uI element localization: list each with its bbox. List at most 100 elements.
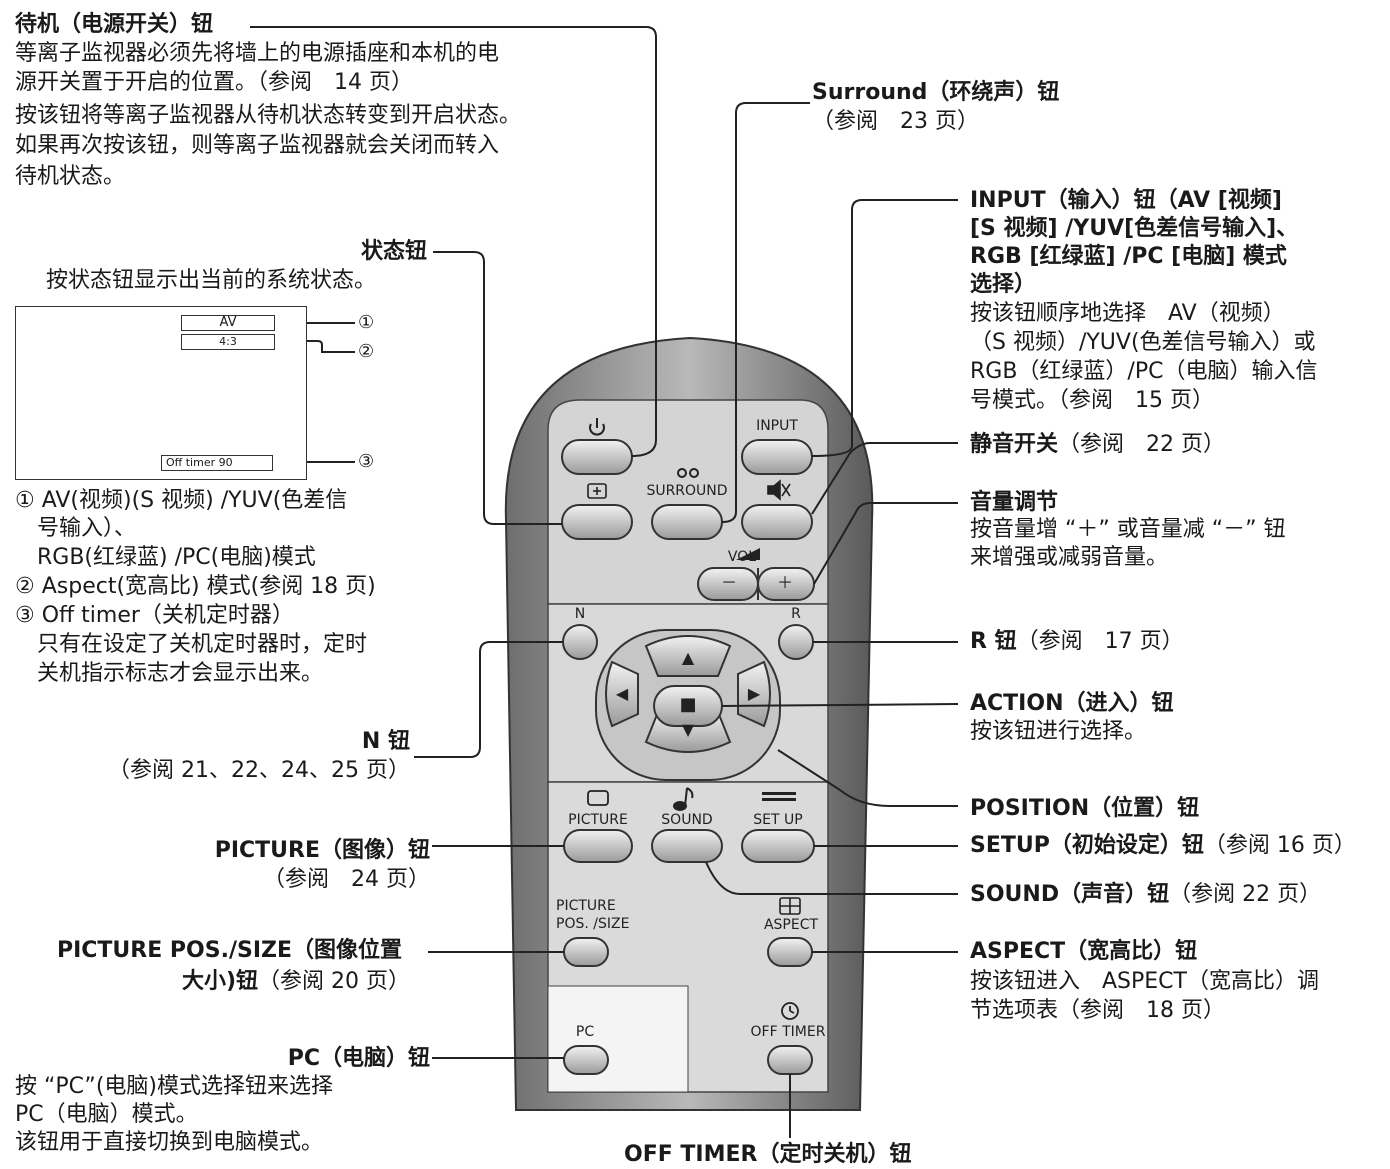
osd-screen: AV 4:3 Off timer 90 xyxy=(15,306,307,480)
vol-minus-label: － xyxy=(720,573,737,592)
off-timer-title: OFF TIMER（定时关机）钮 xyxy=(624,1142,912,1167)
setup-icon xyxy=(762,792,796,801)
mute-ref: （参阅 22 页） xyxy=(1058,432,1226,457)
input-label: INPUT xyxy=(756,418,798,434)
off-timer-button xyxy=(767,1045,813,1075)
osd-aspect: 4:3 xyxy=(181,334,275,350)
status-note-4: ② Aspect(宽高比) 模式(参阅 18 页) xyxy=(15,574,376,599)
status-desc: 按状态钮显示出当前的系统状态。 xyxy=(46,268,377,293)
picture-button xyxy=(563,829,633,863)
input-desc-1: 按该钮顺序地选择 AV（视频） xyxy=(970,301,1285,326)
surround-ref: （参阅 23 页） xyxy=(812,109,979,134)
picture-pos-line1: PICTURE POS./SIZE（图像位置 xyxy=(56,938,402,963)
setup-text: SETUP（初始设定）钮（参阅 16 页） xyxy=(970,831,1356,860)
input-title-4: 选择） xyxy=(970,272,1037,297)
picture-pos-label-2: POS. /SIZE xyxy=(556,916,630,932)
pc-button xyxy=(563,1045,609,1075)
surround-icon xyxy=(677,468,699,478)
aspect-label: ASPECT xyxy=(763,917,819,933)
n-label: N xyxy=(574,606,586,622)
r-text: R 钮（参阅 17 页） xyxy=(970,627,1184,656)
standby-button xyxy=(561,439,633,475)
standby-desc-3: 按该钮将等离子监视器从待机状态转变到开启状态。 xyxy=(15,103,522,128)
sound-button xyxy=(651,829,723,863)
volume-desc-2: 来增强或减弱音量。 xyxy=(970,545,1169,570)
setup-ref: （参阅 16 页） xyxy=(1203,833,1356,858)
volume-desc-1: 按音量增 “＋” 或音量减 “－” 钮 xyxy=(970,517,1286,542)
standby-desc-2: 源开关置于开启的位置。（参阅 14 页） xyxy=(15,70,413,95)
right-arrow-icon: ▶ xyxy=(747,684,761,703)
aspect-button xyxy=(767,937,813,967)
pc-desc-1: 按 “PC”(电脑)模式选择钮来选择 xyxy=(15,1074,333,1099)
r-button xyxy=(778,624,814,660)
status-title: 状态钮 xyxy=(360,239,427,264)
input-title-3: RGB [红绿蓝] /PC [电脑] 模式 xyxy=(970,244,1287,269)
enter-icon: ■ xyxy=(679,694,697,715)
input-title-1: INPUT（输入）钮（AV [视频] xyxy=(970,188,1282,213)
surround-title-cn: （环绕声）钮 xyxy=(927,80,1060,105)
volume-title: 音量调节 xyxy=(970,490,1059,515)
input-button xyxy=(741,439,813,475)
mute-title: 静音开关 xyxy=(970,432,1059,457)
status-note-7: 关机指示标志才会显示出来。 xyxy=(15,661,324,686)
setup-button xyxy=(741,829,815,863)
picture-pos-ref: （参阅 20 页） xyxy=(258,969,410,994)
input-desc-3: RGB（红绿蓝）/PC（电脑）输入信 xyxy=(970,359,1318,384)
pc-desc-3: 该钮用于直接切换到电脑模式。 xyxy=(15,1130,324,1155)
status-button xyxy=(561,504,633,540)
action-title: ACTION（进入）钮 xyxy=(970,691,1174,716)
position-title: POSITION（位置）钮 xyxy=(970,796,1200,821)
status-note-1: ① AV(视频)(S 视频) /YUV(色差信 xyxy=(15,488,348,513)
surround-label: SURROUND xyxy=(646,483,728,499)
sound-label: SOUND xyxy=(661,812,713,828)
status-note-6: 只有在设定了关机定时器时，定时 xyxy=(15,632,368,657)
input-desc-2: （S 视频）/YUV(色差信号输入）或 xyxy=(970,330,1316,355)
setup-title: SETUP（初始设定）钮 xyxy=(970,833,1204,858)
surround-button xyxy=(651,504,723,540)
marker-2: ② xyxy=(358,341,375,362)
mute-text: 静音开关（参阅 22 页） xyxy=(970,430,1225,459)
vol-wedge-icon xyxy=(736,548,760,560)
input-title-2: [S 视频] /YUV[色差信号输入]、 xyxy=(970,216,1299,241)
r-label: R xyxy=(791,606,801,622)
r-title: R 钮 xyxy=(970,629,1017,654)
sound-ref: （参阅 22 页） xyxy=(1169,882,1322,907)
aspect-icon xyxy=(779,897,801,915)
picture-pos-button xyxy=(563,937,609,967)
off-timer-icon xyxy=(781,1002,799,1020)
pc-desc-2: PC（电脑）模式。 xyxy=(15,1102,198,1127)
sound-icon xyxy=(673,787,694,811)
mute-icon xyxy=(767,479,791,501)
picture-title: PICTURE（图像）钮 xyxy=(214,838,430,863)
aspect-title: ASPECT（宽高比）钮 xyxy=(970,939,1198,964)
vol-label: VOL xyxy=(727,549,757,565)
surround-title-en: Surround xyxy=(812,80,928,105)
left-arrow-icon: ◀ xyxy=(615,684,629,703)
pc-label: PC xyxy=(575,1024,595,1040)
n-button xyxy=(562,624,598,660)
standby-desc-5: 待机状态。 xyxy=(15,164,126,189)
standby-desc-1: 等离子监视器必须先将墙上的电源插座和本机的电 xyxy=(15,41,500,66)
aspect-desc-2: 节选项表（参阅 18 页） xyxy=(970,998,1225,1023)
up-arrow-icon: ▲ xyxy=(681,648,695,667)
picture-pos-label-1: PICTURE xyxy=(556,898,616,914)
input-desc-4: 号模式。（参阅 15 页） xyxy=(970,388,1214,413)
mute-button xyxy=(741,504,813,540)
marker-1: ① xyxy=(358,312,375,333)
picture-icon xyxy=(587,790,609,806)
setup-label: SET UP xyxy=(753,812,803,828)
status-note-2: 号输入）、 xyxy=(15,516,137,541)
n-title: N 钮 xyxy=(361,729,410,754)
picture-ref: （参阅 24 页） xyxy=(263,867,430,892)
power-icon xyxy=(589,418,605,436)
down-arrow-icon: ▼ xyxy=(681,720,695,739)
left-button xyxy=(605,660,639,728)
picture-label: PICTURE xyxy=(568,812,628,828)
marker-3: ③ xyxy=(358,451,375,472)
n-ref: （参阅 21、22、24、25 页） xyxy=(108,758,410,783)
picture-pos-title2: 大小)钮 xyxy=(181,969,259,994)
status-note-3: RGB(红绿蓝) /PC(电脑)模式 xyxy=(15,545,316,570)
sound-title: SOUND（声音）钮 xyxy=(970,882,1170,907)
status-note-5: ③ Off timer（关机定时器） xyxy=(15,603,294,628)
